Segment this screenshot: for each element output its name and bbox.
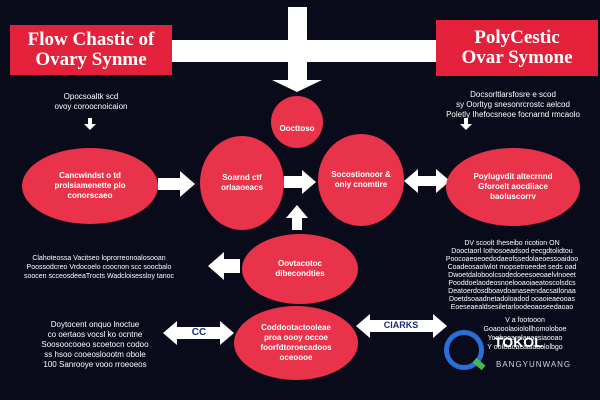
logo: TOKOL BANGYUNWANG bbox=[444, 330, 594, 378]
top-down-arrow bbox=[172, 7, 437, 92]
arrow-label-right: CIARKS bbox=[383, 320, 419, 330]
arrow-bottom-left bbox=[163, 321, 234, 345]
node-middle: Oovtacotoc dibecondties bbox=[242, 234, 358, 304]
note-bottom-right: V a footooon Goaooolaoiolollhomoloboe Yo… bbox=[483, 317, 567, 351]
note-right-arrow bbox=[460, 118, 472, 130]
node-left: Cancwindst o td prolsiamenette plo conor… bbox=[22, 148, 158, 224]
note-top-left: Opocsoaltk scd ovoy coroocnoicaion bbox=[54, 92, 128, 111]
arrow-middle-left bbox=[208, 252, 240, 280]
node-bottom: Coddootactooleae proa oooy occoe foorfdt… bbox=[234, 306, 358, 380]
arrow-center-to-right bbox=[284, 170, 316, 194]
arrow-bottom-right bbox=[356, 314, 447, 338]
node-right: Socostionoor & oniy cnomtire bbox=[318, 134, 404, 226]
title-right: PolyCestic Ovar Symone bbox=[436, 20, 598, 76]
arrow-label-left: CC bbox=[191, 327, 207, 338]
node-top-label: Oocttoso bbox=[279, 124, 315, 133]
note-mid-left: Clahoteossa Vacitseo loprorreonoalosooan… bbox=[23, 255, 175, 280]
logo-name: TOKOL bbox=[494, 334, 543, 350]
node-far-right: Poylugvdit altecrnnd Gforoelt aocdiiace … bbox=[446, 148, 580, 226]
node-center: Soarnd ctf orlaaoeacs bbox=[200, 136, 284, 230]
logo-sub: BANGYUNWANG bbox=[496, 360, 572, 369]
title-left: Flow Chastic of Ovary Synme bbox=[10, 25, 172, 75]
note-bottom-left: Doytocent onquo lnoctue co oertaos vocsl… bbox=[41, 320, 149, 369]
note-top-right: Docsorltlarsfosre e scod sy Oorltyg snes… bbox=[446, 90, 580, 119]
arrow-right-to-far-right bbox=[404, 169, 450, 193]
note-mid-right: DV scoolt Iheseibo ricotion ON Dooctaorl… bbox=[445, 240, 579, 311]
note-left-arrow bbox=[84, 118, 96, 130]
arrow-middle-up bbox=[286, 205, 308, 230]
logo-q-icon bbox=[444, 330, 484, 370]
node-top: Oocttoso bbox=[271, 96, 323, 148]
arrow-left-to-center bbox=[158, 171, 195, 197]
